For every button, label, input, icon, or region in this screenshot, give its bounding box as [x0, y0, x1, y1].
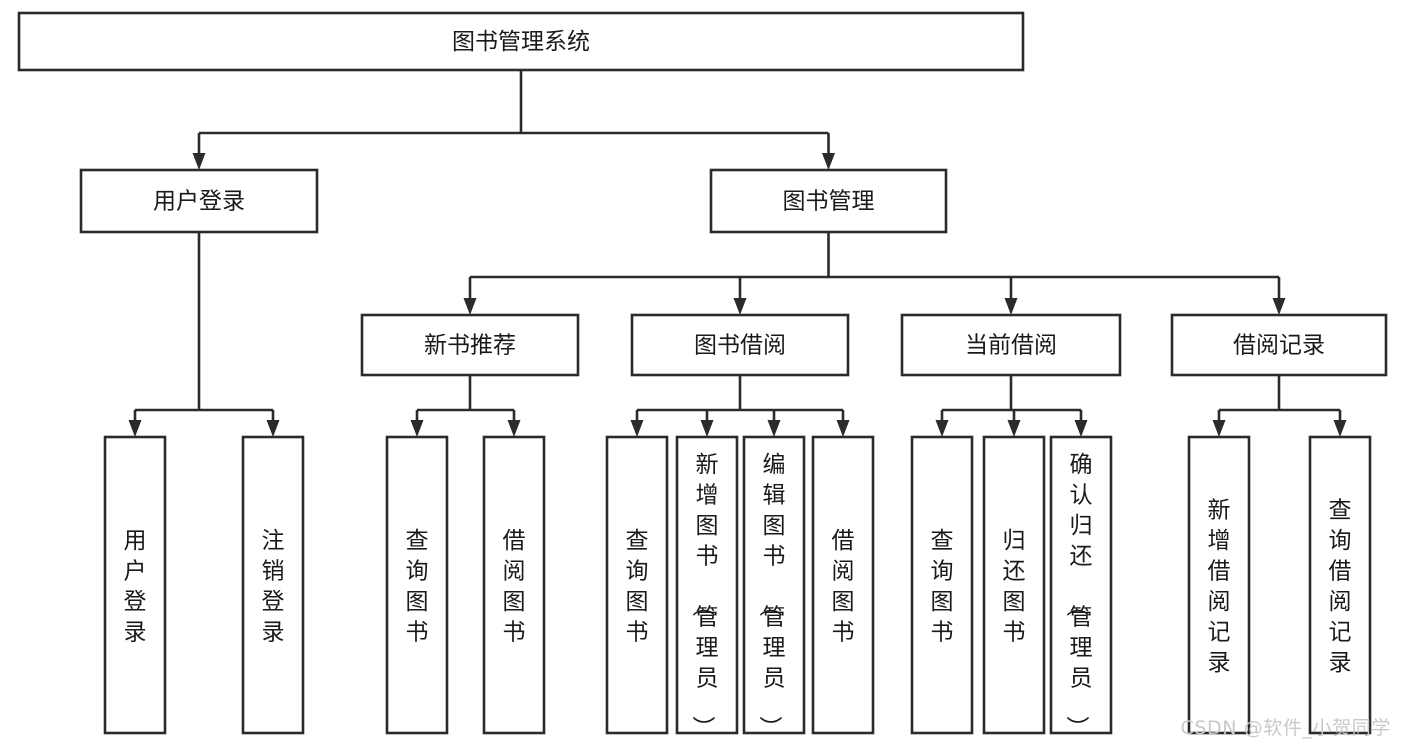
node-leaf-1[interactable]: 注销登录: [241, 435, 305, 735]
arrow-to-level2-0-head: [192, 153, 206, 170]
node-level3-2-rect[interactable]: [900, 313, 1122, 377]
boxes-layer: 图书管理系统用户登录图书管理新书推荐图书借阅当前借阅借阅记录用户登录注销登录查询…: [17, 11, 1388, 739]
csdn-watermark: CSDN @软件_小贺同学: [1180, 717, 1391, 739]
arrow-to-leaf-3-head: [507, 420, 521, 437]
leaf-label-7: 借阅图书: [832, 528, 855, 646]
node-level2-0[interactable]: 用户登录: [79, 168, 319, 234]
node-leaf-11-rect[interactable]: [1187, 435, 1251, 735]
arrow-to-leaf-1-head: [266, 420, 280, 437]
node-root-图书管理系统[interactable]: 图书管理系统: [17, 11, 1025, 72]
arrow-to-level3-0-head: [463, 298, 477, 315]
arrow-to-leaf-5-head: [700, 420, 714, 437]
arrow-to-leaf-0-head: [128, 420, 142, 437]
node-leaf-10-rect[interactable]: [1049, 435, 1113, 735]
arrow-to-level3-2-head: [1004, 298, 1018, 315]
leaf-label-5: 新增图书（管理员）: [690, 452, 719, 739]
node-level3-0-rect[interactable]: [360, 313, 580, 377]
node-leaf-10[interactable]: 确认归还（管理员）: [1049, 435, 1113, 739]
arrow-to-leaf-2-head: [410, 420, 424, 437]
leaf-label-3: 借阅图书: [503, 528, 526, 646]
node-leaf-0[interactable]: 用户登录: [103, 435, 167, 735]
level3-label-2: 当前借阅: [965, 333, 1057, 359]
arrow-to-leaf-12-head: [1333, 420, 1347, 437]
node-level3-3[interactable]: 借阅记录: [1170, 313, 1388, 377]
node-leaf-6[interactable]: 编辑图书（管理员）: [742, 435, 806, 739]
node-leaf-3[interactable]: 借阅图书: [482, 435, 546, 735]
node-leaf-4-rect[interactable]: [605, 435, 669, 735]
node-leaf-9[interactable]: 归还图书: [982, 435, 1046, 735]
connectors-layer: [128, 70, 1347, 437]
leaf-label-1: 注销登录: [262, 528, 285, 646]
arrow-to-leaf-7-head: [836, 420, 850, 437]
node-leaf-1-rect[interactable]: [241, 435, 305, 735]
arrow-to-level3-3-head: [1272, 298, 1286, 315]
leaf-label-12: 查询借阅记录: [1329, 498, 1352, 677]
node-leaf-11[interactable]: 新增借阅记录: [1187, 435, 1251, 735]
node-leaf-5[interactable]: 新增图书（管理员）: [675, 435, 739, 739]
root-label: 图书管理系统: [452, 29, 590, 55]
node-leaf-8[interactable]: 查询图书: [910, 435, 974, 735]
arrow-to-leaf-4-head: [630, 420, 644, 437]
node-level2-1[interactable]: 图书管理: [709, 168, 948, 234]
node-leaf-5-rect[interactable]: [675, 435, 739, 735]
arrow-to-leaf-11-head: [1212, 420, 1226, 437]
node-leaf-4[interactable]: 查询图书: [605, 435, 669, 735]
node-level3-1-rect[interactable]: [630, 313, 850, 377]
arrow-to-leaf-9-head: [1007, 420, 1021, 437]
node-level3-2[interactable]: 当前借阅: [900, 313, 1122, 377]
arrow-to-leaf-10-head: [1074, 420, 1088, 437]
leaf-label-0: 用户登录: [124, 528, 147, 646]
leaf-label-10: 确认归还（管理员）: [1064, 452, 1093, 739]
leaf-label-4: 查询图书: [626, 528, 649, 646]
node-leaf-12-rect[interactable]: [1308, 435, 1372, 735]
leaf-label-9: 归还图书: [1003, 528, 1026, 646]
level2-label-1: 图书管理: [783, 189, 875, 215]
node-root-图书管理系统-rect[interactable]: [17, 11, 1025, 72]
node-leaf-7[interactable]: 借阅图书: [811, 435, 875, 735]
level3-label-0: 新书推荐: [424, 333, 516, 359]
arrow-to-level3-1-head: [733, 298, 747, 315]
node-level2-1-rect[interactable]: [709, 168, 948, 234]
node-leaf-2-rect[interactable]: [385, 435, 449, 735]
node-leaf-8-rect[interactable]: [910, 435, 974, 735]
leaf-label-6: 编辑图书（管理员）: [757, 452, 786, 739]
node-leaf-3-rect[interactable]: [482, 435, 546, 735]
node-level3-0[interactable]: 新书推荐: [360, 313, 580, 377]
level3-label-3: 借阅记录: [1233, 333, 1325, 359]
leaf-label-2: 查询图书: [406, 528, 429, 646]
leaf-label-11: 新增借阅记录: [1208, 498, 1231, 677]
node-leaf-12[interactable]: 查询借阅记录: [1308, 435, 1372, 735]
level3-label-1: 图书借阅: [694, 333, 786, 359]
leaf-label-8: 查询图书: [931, 528, 954, 646]
node-leaf-9-rect[interactable]: [982, 435, 1046, 735]
arrow-to-level2-1-head: [822, 153, 835, 170]
node-level3-3-rect[interactable]: [1170, 313, 1388, 377]
node-leaf-0-rect[interactable]: [103, 435, 167, 735]
arrow-to-leaf-8-head: [935, 420, 949, 437]
level2-label-0: 用户登录: [153, 189, 245, 215]
arrow-to-leaf-6-head: [767, 420, 781, 437]
node-leaf-7-rect[interactable]: [811, 435, 875, 735]
node-leaf-2[interactable]: 查询图书: [385, 435, 449, 735]
node-level3-1[interactable]: 图书借阅: [630, 313, 850, 377]
node-level2-0-rect[interactable]: [79, 168, 319, 234]
node-leaf-6-rect[interactable]: [742, 435, 806, 735]
